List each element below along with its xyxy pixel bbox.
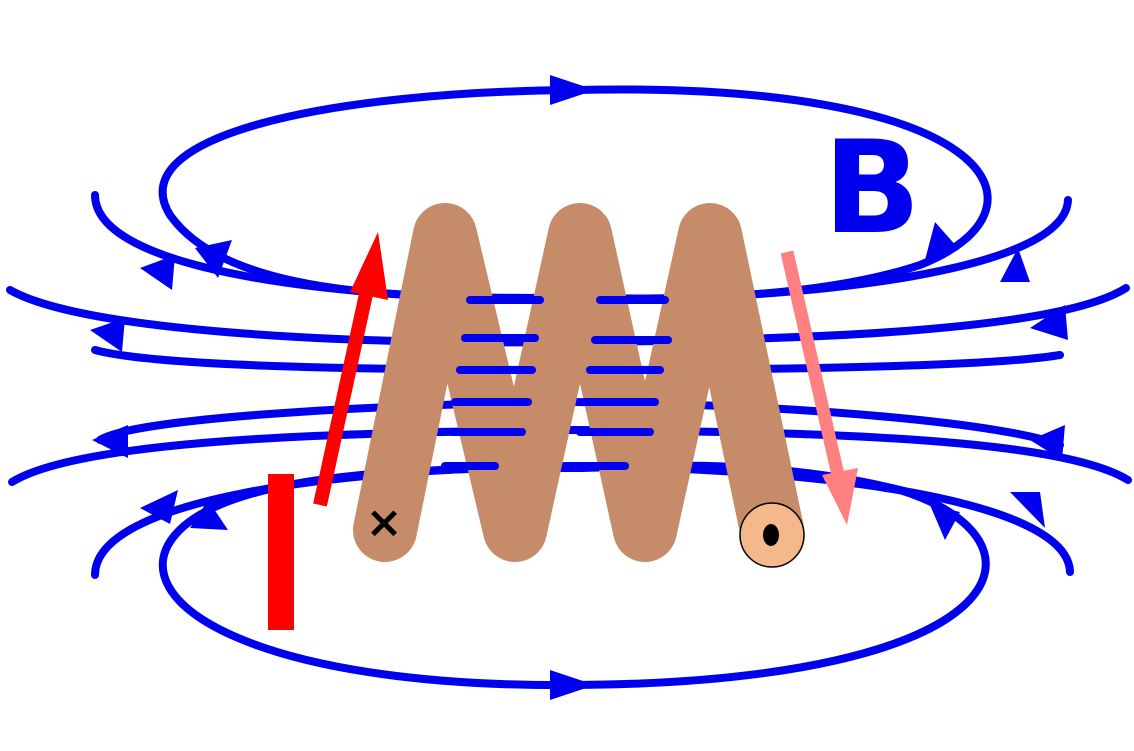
- arrow-lower-outer-right: [1010, 492, 1045, 528]
- current-arrow-back: [780, 250, 858, 525]
- cross-icon: ×: [366, 497, 403, 548]
- arrow-upper-wide-left: [90, 318, 125, 352]
- arrow-top-loop-right: [925, 222, 958, 260]
- arrow-center-left: [92, 425, 128, 458]
- arrow-upper-wide-right: [1030, 305, 1068, 340]
- solenoid-coil: [353, 203, 804, 562]
- field-arrowheads: [90, 75, 1068, 700]
- arrow-bottom-loop-right: [930, 505, 960, 540]
- current-arrow-front: [313, 232, 388, 507]
- arrow-top-loop-left: [195, 240, 232, 278]
- field-label: B: [823, 114, 921, 263]
- field-line-lower-outer: [91, 461, 1074, 579]
- arrow-upper-outer-right: [1000, 248, 1030, 282]
- arrow-bottom-loop-left: [190, 500, 228, 530]
- arrow-bottom-loop: [550, 670, 595, 700]
- inner-field-segments: [441, 296, 672, 470]
- wire-end-out: [739, 502, 805, 568]
- current-label-bar: [268, 474, 294, 630]
- arrow-top-loop: [550, 75, 595, 105]
- wire-end-in: ×: [366, 497, 403, 548]
- arrow-upper-outer-left: [140, 255, 175, 290]
- dot-icon: [763, 524, 779, 546]
- field-line-lower-wide: [8, 425, 1132, 486]
- arrow-center-right: [1030, 425, 1065, 460]
- arrow-lower-outer-left: [140, 490, 178, 524]
